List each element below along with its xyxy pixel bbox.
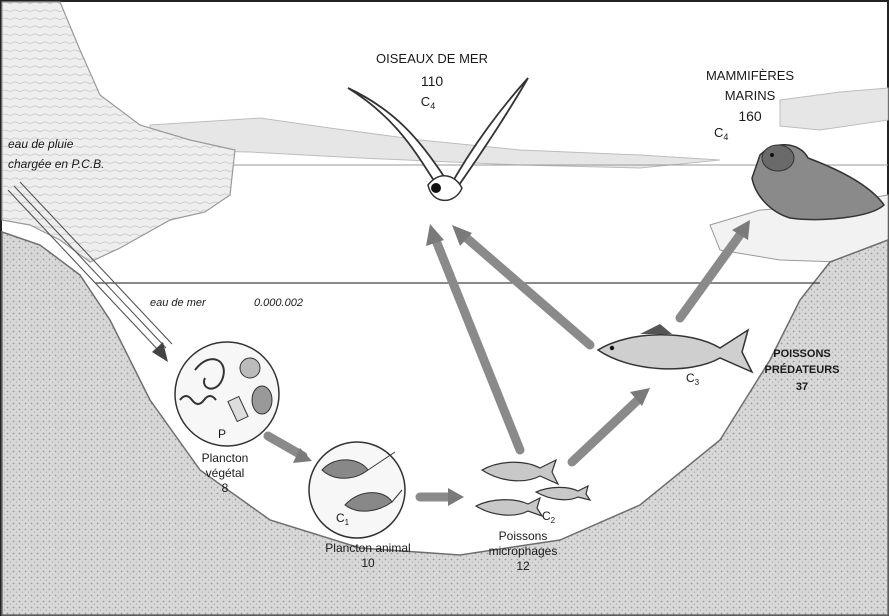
predators-label-line2: PRÉDATEURS	[765, 363, 840, 376]
phyto-label-line1: Plancton	[202, 451, 249, 465]
zoo-value: 10	[361, 556, 375, 570]
mammals-level-letter: C	[714, 125, 723, 140]
predators-value: 37	[796, 381, 808, 393]
predators-label-line1: POISSONS	[773, 348, 830, 360]
microfish-marker-letter: C	[542, 509, 551, 523]
zoo-marker-letter: C	[336, 511, 345, 525]
predators-marker-letter: C	[686, 371, 695, 385]
microfish-label-line1: Poissons	[499, 529, 548, 543]
seawater-label: eau de mer	[150, 297, 207, 309]
birds-value: 110	[421, 73, 444, 89]
seawater-value: 0.000.002	[254, 297, 303, 309]
phyto-value: 8	[222, 481, 229, 495]
phytoplankton-circle	[175, 342, 279, 446]
rain-label-line1: eau de pluie	[8, 137, 74, 151]
phyto-label-line2: végétal	[206, 466, 245, 480]
mammals-name-line1: MAMMIFÈRES	[706, 68, 794, 83]
microfish-value: 12	[516, 559, 530, 573]
rain-label-line2: chargée en P.C.B.	[8, 157, 105, 171]
zoo-label-line1: Plancton animal	[325, 541, 410, 555]
zooplankton-circle	[309, 442, 405, 538]
mammals-name-line2: MARINS	[725, 88, 776, 103]
birds-level-letter: C	[421, 94, 430, 109]
mammals-value: 160	[738, 108, 762, 124]
phyto-marker: P	[218, 427, 226, 441]
microfish-label-line2: microphages	[489, 544, 558, 558]
birds-name: OISEAUX DE MER	[376, 51, 488, 66]
